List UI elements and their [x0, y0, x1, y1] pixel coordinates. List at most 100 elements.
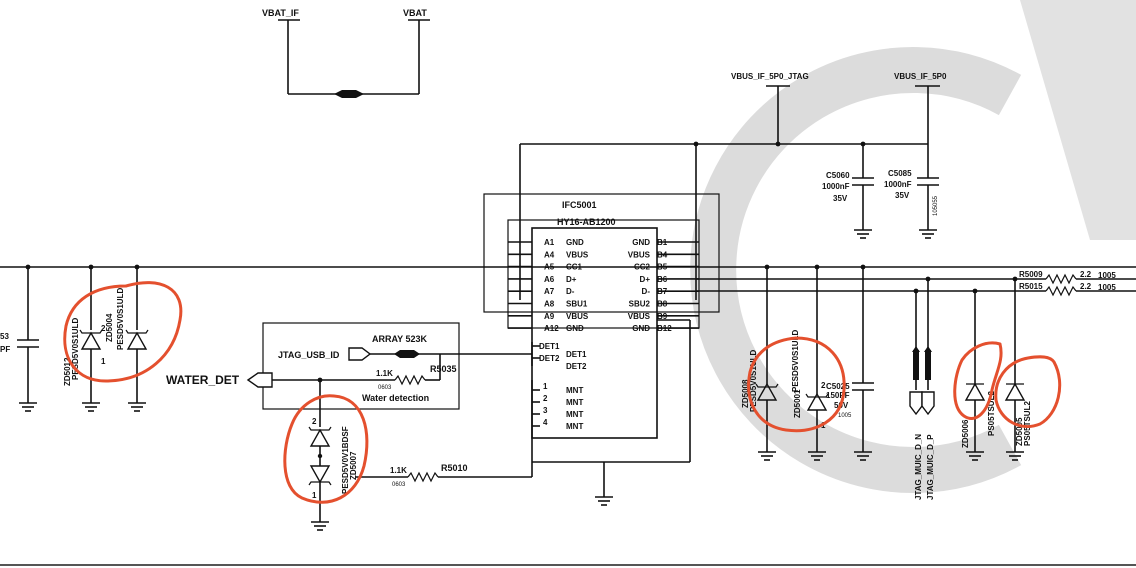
pin-number: A7 [544, 287, 555, 296]
svg-text:PF: PF [0, 345, 10, 354]
pin-name: GND [632, 324, 650, 333]
svg-text:JTAG_MUIC_D_P: JTAG_MUIC_D_P [926, 434, 935, 500]
svg-text:R5035: R5035 [430, 364, 457, 374]
array-tie-symbol [394, 350, 420, 358]
capacitor-c5085: C5085 1000nF 35V 105055 [884, 144, 939, 239]
svg-text:PS05TSUL2: PS05TSUL2 [987, 391, 996, 436]
net-tie-symbol [334, 90, 364, 98]
svg-text:105055: 105055 [933, 195, 939, 216]
svg-text:R5010: R5010 [441, 463, 468, 473]
pin-name: VBUS [566, 312, 589, 321]
svg-text:53: 53 [0, 332, 9, 341]
pin-number: A9 [544, 312, 555, 321]
pin-name: VBUS [566, 250, 589, 259]
connector-frames [483, 144, 720, 329]
svg-text:35V: 35V [895, 191, 910, 200]
pin-name: VBUS [628, 312, 651, 321]
capacitor-left: 53 PF [0, 267, 39, 412]
svg-text:C5085: C5085 [888, 169, 912, 178]
svg-text:1005: 1005 [1098, 271, 1116, 280]
water-detection-block: JTAG_USB_ID ARRAY 523K Water detection 1… [262, 322, 533, 410]
pin-name: DET2 [566, 362, 587, 371]
svg-text:PESD5V0S1ULD: PESD5V0S1ULD [791, 330, 800, 392]
pin-name: GND [566, 324, 584, 333]
red-annotations [63, 281, 1062, 504]
svg-text:2: 2 [821, 381, 826, 390]
pin-number: B12 [657, 324, 672, 333]
jtag-usb-id-label: JTAG_USB_ID [278, 350, 340, 360]
svg-text:ZD5008: ZD5008 [741, 379, 750, 408]
pin-number: DET1 [539, 342, 560, 351]
svg-text:35V: 35V [833, 194, 848, 203]
svg-text:1005: 1005 [838, 413, 852, 419]
svg-text:1005: 1005 [1098, 283, 1116, 292]
pin-name: MNT [566, 398, 583, 407]
svg-text:ZD5004: ZD5004 [105, 313, 114, 342]
pin-name: D+ [640, 275, 651, 284]
diode-zd5001: 2 1 ZD5001 PESD5V0S1ULD [791, 267, 829, 461]
water-det-port: WATER_DET [166, 372, 323, 388]
diode-zd5006: ZD5006 PS05TSUL2 [961, 291, 996, 461]
vbus-label: VBUS_IF_5P0 [894, 72, 947, 81]
diode-zd5007: 2 1 PESD5V0V1BDSF ZD5007 1.1K 0603 R5010 [308, 380, 533, 531]
svg-text:PS05TSUL2: PS05TSUL2 [1023, 401, 1032, 446]
pin-number: A12 [544, 324, 559, 333]
svg-text:1.1K: 1.1K [390, 466, 407, 475]
pin-number: B1 [657, 238, 668, 247]
capacitor-c5060: C5060 1000nF 35V [822, 144, 874, 239]
svg-text:1.1K: 1.1K [376, 369, 393, 378]
vbat-label: VBAT [403, 8, 427, 18]
svg-text:1: 1 [101, 357, 106, 366]
pin-name: VBUS [628, 250, 651, 259]
pin-name: D- [566, 287, 575, 296]
svg-text:ZD5007: ZD5007 [349, 451, 358, 480]
svg-text:2: 2 [101, 324, 106, 333]
vbat-bridge: VBAT_IF VBAT [262, 8, 430, 98]
svg-text:PESD5V0V1BDSF: PESD5V0V1BDSF [341, 426, 350, 494]
water-det-label: WATER_DET [166, 373, 240, 387]
water-detection-label: Water detection [362, 393, 429, 403]
diode-zd5012: 2 1 ZD5012 PESD5V0S1ULD [63, 267, 106, 412]
svg-text:ZD5001: ZD5001 [793, 389, 802, 418]
diode-zd5008: ZD5008 PESD5V0S1ULD [741, 267, 779, 461]
pin-number: 4 [543, 418, 548, 427]
pin-number: B4 [657, 250, 668, 259]
svg-text:PESD5V0S1ULD: PESD5V0S1ULD [71, 318, 80, 380]
pin-number: A8 [544, 300, 555, 309]
pin-name: MNT [566, 386, 583, 395]
pin-name: D+ [566, 275, 577, 284]
pin-number: 2 [543, 394, 548, 403]
diode-zd5004: ZD5004 PESD5V0S1ULD [105, 267, 149, 412]
svg-text:150PF: 150PF [826, 391, 850, 400]
pin-number: B6 [657, 275, 668, 284]
pin-number: B9 [657, 312, 668, 321]
pin-name: GND [632, 238, 650, 247]
svg-text:PESD5V0S1ULD: PESD5V0S1ULD [116, 288, 125, 350]
pin-name: MNT [566, 410, 583, 419]
svg-text:ZD5012: ZD5012 [63, 357, 72, 386]
pin-name: SBU2 [629, 300, 651, 309]
pin-number: A1 [544, 238, 555, 247]
pin-name: GND [566, 238, 584, 247]
svg-text:R5009: R5009 [1019, 270, 1043, 279]
svg-text:1: 1 [312, 491, 317, 500]
pin-name: DET1 [566, 350, 587, 359]
svg-text:1000nF: 1000nF [884, 180, 912, 189]
svg-text:ZD5006: ZD5006 [961, 419, 970, 448]
pin-number: 3 [543, 406, 548, 415]
vbat-if-label: VBAT_IF [262, 8, 299, 18]
connector-part: HY16-AB1200 [557, 217, 616, 227]
svg-text:2: 2 [312, 417, 317, 426]
vbus-rails: VBUS_IF_5P0_JTAG VBUS_IF_5P0 [520, 72, 947, 147]
svg-text:JTAG_MUIC_D_N: JTAG_MUIC_D_N [914, 434, 923, 500]
pin-name: D- [642, 287, 651, 296]
svg-text:C5060: C5060 [826, 171, 850, 180]
pin-number: A6 [544, 275, 555, 284]
svg-text:0603: 0603 [392, 482, 406, 488]
svg-text:2.2: 2.2 [1080, 282, 1092, 291]
pin-number: 1 [543, 382, 548, 391]
svg-text:ZD5005: ZD5005 [1015, 417, 1024, 446]
vbus-jtag-label: VBUS_IF_5P0_JTAG [731, 72, 809, 81]
